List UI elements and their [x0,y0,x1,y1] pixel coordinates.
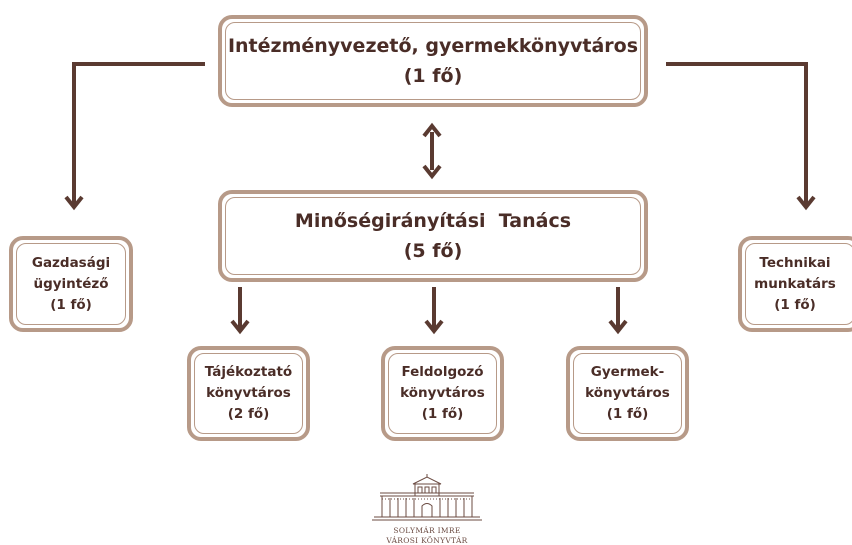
arrowhead-feldolgozo [424,319,444,335]
arrowhead-gazdasagi [64,195,84,211]
box-technikai-count: (1 fő) [774,296,816,313]
arrowhead-technikai [796,195,816,211]
box-gyermek-line1: Gyermek- [590,364,665,380]
box-feldolgozo-line1: Feldolgozó [401,364,484,380]
library-building-icon [372,474,482,521]
box-feldolgozo-konyvtaros: Feldolgozó könyvtáros (1 fő) [381,346,504,441]
box-tajekoztato-line2: könyvtáros [206,385,291,401]
connector-to-technikai [666,62,808,204]
box-feldolgozo-line2: könyvtáros [400,385,485,401]
box-intezmenyvezeto-title: Intézményvezető, gyermekkönyvtáros [227,35,639,57]
box-gazdasagi-line1: Gazdasági [31,254,111,271]
box-gyermek-line2: könyvtáros [585,385,670,401]
logo-name-line1: SOLYMÁR IMRE [393,526,461,535]
box-tanacs-title: Minőségirányítási Tanács [294,210,572,232]
library-logo: SOLYMÁR IMRE VÁROSI KÖNYVTÁR [370,474,484,545]
box-technikai-line2: munkatárs [754,275,836,292]
connector-to-gazdasagi [72,62,205,204]
box-gazdasagi-line2: ügyintéző [33,275,109,292]
box-tanacs-count: (5 fő) [403,240,463,262]
logo-name-line2: VÁROSI KÖNYVTÁR [386,536,468,545]
box-gyermekkonyvtaros: Gyermek- könyvtáros (1 fő) [566,346,689,441]
box-technikai-munkatars: Technikai munkatárs (1 fő) [738,236,852,332]
arrowhead-gyermek [608,319,628,335]
arrowhead-top-council-up [422,122,442,138]
box-feldolgozo-count: (1 fő) [421,406,464,422]
arrowhead-top-council-down [422,164,442,180]
box-intezmenyvezeto-count: (1 fő) [403,65,463,87]
arrowhead-tajekoztato [230,319,250,335]
box-intezmenyvezeto: Intézményvezető, gyermekkönyvtáros (1 fő… [218,15,648,107]
box-technikai-line1: Technikai [759,254,831,271]
box-minosegiranyitasi-tanacs: Minőségirányítási Tanács (5 fő) [218,190,648,282]
box-gyermek-count: (1 fő) [606,406,649,422]
box-tajekoztato-konyvtaros: Tájékoztató könyvtáros (2 fő) [187,346,310,441]
box-tajekoztato-line1: Tájékoztató [204,364,293,380]
box-tajekoztato-count: (2 fő) [227,406,270,422]
box-gazdasagi-count: (1 fő) [50,296,92,313]
box-gazdasagi-ugyintezo: Gazdasági ügyintéző (1 fő) [9,236,133,332]
